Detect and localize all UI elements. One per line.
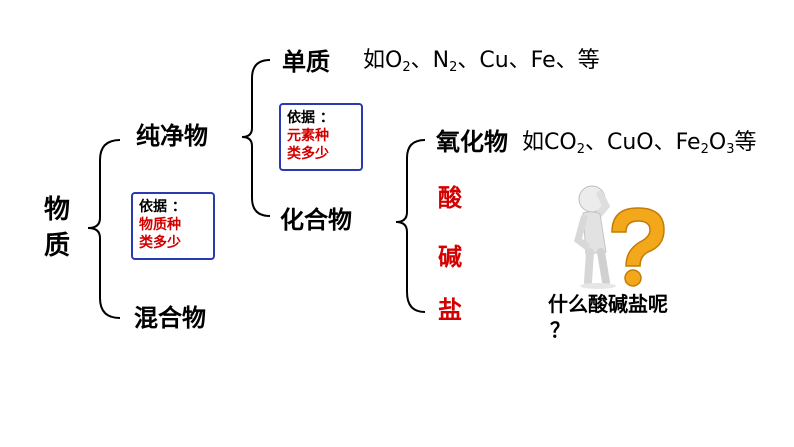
thinking-person-icon bbox=[573, 185, 616, 289]
oxide-label: 氧化物 bbox=[436, 128, 508, 156]
question-line-2: ？ bbox=[550, 318, 570, 342]
basis-left-line2: 类多少 bbox=[139, 235, 181, 251]
compound-label: 化合物 bbox=[280, 206, 352, 234]
root-char-1: 物 bbox=[43, 195, 70, 225]
root-substance: 物 质 bbox=[42, 192, 72, 264]
base-label: 碱 bbox=[438, 243, 462, 271]
root-char-2: 质 bbox=[43, 231, 70, 261]
basis-box-right: 依据 ： 元素种 类多少 bbox=[279, 103, 363, 171]
question-line-1: 什么酸碱盐呢 bbox=[548, 292, 668, 316]
root-bracket bbox=[87, 139, 121, 319]
element-examples: 如O2、N2、Cu、Fe、等 bbox=[363, 48, 600, 75]
pure-bracket bbox=[241, 59, 271, 217]
basis-right-line1: 元素种 bbox=[287, 128, 329, 144]
basis-left-label: 依据 ： bbox=[139, 199, 186, 215]
basis-right-line2: 类多少 bbox=[287, 146, 329, 162]
element-label: 单质 bbox=[282, 48, 330, 76]
oxide-examples: 如CO2、CuO、Fe2O3等 bbox=[522, 130, 757, 157]
basis-left-line1: 物质种 bbox=[139, 217, 181, 233]
question-mark-icon bbox=[611, 207, 665, 287]
mixture-label: 混合物 bbox=[134, 304, 206, 332]
pure-substance-label: 纯净物 bbox=[136, 122, 208, 150]
acid-label: 酸 bbox=[438, 184, 462, 212]
basis-box-left: 依据 ： 物质种 类多少 bbox=[131, 192, 215, 260]
salt-label: 盐 bbox=[438, 296, 462, 324]
compound-bracket bbox=[395, 139, 426, 313]
basis-right-label: 依据 ： bbox=[287, 110, 334, 126]
